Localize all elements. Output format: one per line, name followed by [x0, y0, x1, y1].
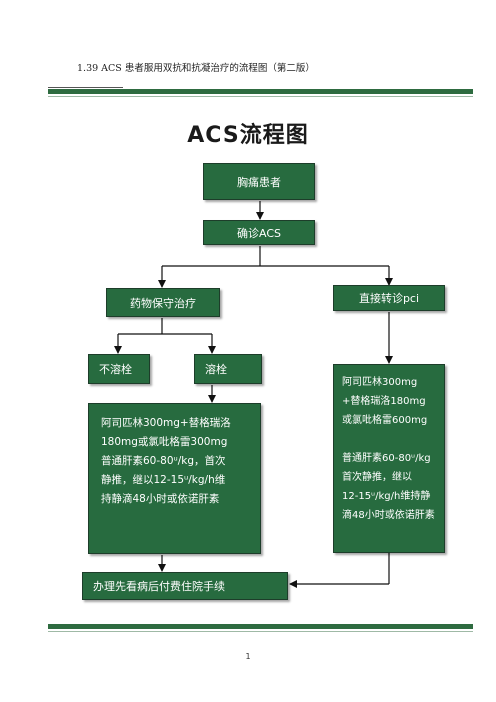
- pci-treatment-box: 阿司匹林300mg +替格瑞洛180mg 或氯吡格雷600mg 普通肝素60-8…: [333, 364, 445, 553]
- pci-spacer: [342, 430, 436, 449]
- no-thrombolysis-box: 不溶栓: [88, 354, 150, 384]
- top-rule-thick: [48, 89, 473, 94]
- pci-line: +替格瑞洛180mg: [342, 396, 426, 407]
- pci-line: 12-15ᵘ/kg/h维持静: [342, 491, 431, 502]
- conservative-line: 静推，继以12-15ᵘ/kg/h维: [101, 474, 226, 486]
- chest-pain-box: 胸痛患者: [203, 163, 315, 200]
- conservative-line: 持静滴48小时或依诺肝素: [101, 493, 220, 505]
- conservative-treatment-box: 阿司匹林300mg+替格瑞洛 180mg或氯吡格雷300mg 普通肝素60-80…: [88, 403, 261, 554]
- conservative-line: 普通肝素60-80ᵘ/kg，首次: [101, 455, 226, 467]
- page-number: 1: [245, 652, 251, 661]
- flowchart-title: ACS流程图: [187, 123, 309, 148]
- conservative-line: 180mg或氯吡格雷300mg: [101, 436, 228, 448]
- pci-line: 首次静推，继以: [342, 472, 412, 483]
- admission-box: 办理先看病后付费住院手续: [82, 572, 288, 600]
- bottom-rule-thin: [48, 631, 473, 632]
- thrombolysis-box: 溶栓: [194, 354, 262, 384]
- confirm-acs-box: 确诊ACS: [203, 220, 315, 245]
- heading-underline: [48, 87, 123, 88]
- pci-line: 普通肝素60-80ᵘ/kg: [342, 453, 431, 464]
- pci-line: 滴48小时或依诺肝素: [342, 510, 435, 521]
- bottom-rule-thick: [48, 624, 473, 629]
- document-heading: 1.39 ACS 患者服用双抗和抗凝治疗的流程图（第二版）: [77, 63, 315, 74]
- pci-line: 阿司匹林300mg: [342, 377, 418, 388]
- drug-therapy-box: 药物保守治疗: [106, 288, 220, 317]
- direct-pci-box: 直接转诊pci: [333, 285, 445, 311]
- conservative-line: 阿司匹林300mg+替格瑞洛: [101, 417, 231, 429]
- top-rule-thin: [48, 96, 473, 97]
- pci-line: 或氯吡格雷600mg: [342, 415, 428, 426]
